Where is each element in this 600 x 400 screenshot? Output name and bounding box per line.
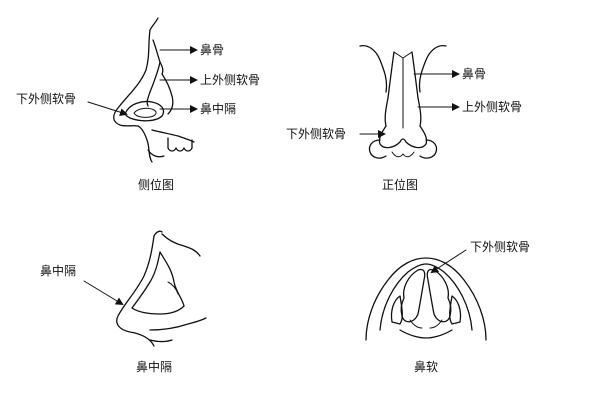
- side-teeth: [167, 137, 193, 152]
- septum-profile-outline: [116, 235, 155, 347]
- septum-caption: 鼻中隔: [136, 360, 173, 374]
- septum-label-septum: 鼻中隔: [40, 264, 77, 278]
- soft-drawing: [365, 257, 487, 341]
- side-label-nasal-bone: 鼻骨: [200, 43, 225, 57]
- side-label-upper-lateral: 上外侧软骨: [200, 73, 261, 87]
- side-profile-outline: [113, 29, 153, 163]
- front-label-upper-lateral: 上外侧软骨: [462, 100, 523, 114]
- side-lower-lateral: [124, 100, 165, 122]
- front-caption: 正位图: [382, 178, 419, 192]
- front-label-nasal-bone: 鼻骨: [462, 67, 487, 81]
- septum-drawing: [116, 230, 207, 347]
- soft-lower-lateral-left: [400, 268, 426, 323]
- soft-caption: 鼻软: [414, 360, 439, 374]
- side-label-septum: 鼻中隔: [200, 102, 237, 116]
- soft-lower-lateral-right: [426, 268, 452, 323]
- soft-outer-outline: [365, 257, 487, 341]
- front-lower-lateral: [378, 125, 428, 149]
- soft-label-lower-lateral: 下外侧软骨: [470, 240, 531, 254]
- side-view-drawing: [113, 17, 195, 163]
- side-caption: 侧位图: [138, 178, 175, 192]
- front-upper-lateral: [384, 97, 422, 127]
- side-label-lower-lateral: 下外侧软骨: [16, 92, 77, 106]
- front-label-lower-lateral: 下外侧软骨: [286, 127, 347, 141]
- septum-cartilage: [131, 251, 185, 315]
- front-view-drawing: [359, 44, 447, 159]
